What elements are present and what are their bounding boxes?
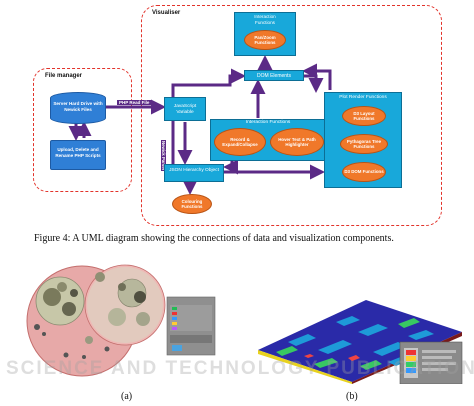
pythagoras-node: Pythagoras Tree Functions — [340, 134, 388, 154]
file-manager-group — [33, 68, 132, 192]
upload-node: Upload, Delete and Rename PHP Scripts — [50, 140, 106, 170]
server-node: Server Hard Drive with Newick Files — [50, 92, 106, 124]
d3-dom-node: D3 DOM Functions — [342, 162, 386, 182]
colouring-node: Colouring Functions — [172, 194, 212, 214]
record-expand-node: Record & Expand/Collapse — [214, 128, 266, 156]
circle-packing-plot — [26, 264, 216, 377]
visualiser-label: Visualiser — [152, 10, 181, 16]
connector-lines — [68, 55, 332, 195]
js-variable-node: JavaScript Variable — [164, 97, 206, 121]
hover-text-node: Hover Text & Path Highlighter — [270, 128, 324, 156]
terrain-plot — [258, 300, 463, 384]
interaction-functions-mid-label: Interaction Functions — [245, 120, 291, 125]
json-hierarchy-node: JSON Hierarchy Object — [164, 164, 224, 182]
subfigure-a-label: (a) — [121, 391, 133, 402]
d3-layout-node: D3 Layout Functions — [342, 106, 386, 126]
visualiser-group — [141, 5, 442, 226]
pan-zoom-node: Pan/Zoom Functions — [244, 30, 286, 50]
file-manager-label: File manager — [45, 73, 83, 79]
interaction-functions-top-label: Interaction Functions — [254, 14, 276, 25]
figure-caption: Figure 4: A UML diagram showing the conn… — [34, 233, 394, 244]
php-read-label: PHP Read File — [117, 100, 152, 105]
plot-render-label: Plot Render Functions — [339, 95, 387, 100]
subfigure-b-label: (b) — [346, 391, 358, 402]
dom-elements-node: DOM Elements — [244, 70, 304, 81]
watermark-line: SCIENCE AND TECHNOLOGY PUBLICATIONS — [6, 358, 474, 379]
